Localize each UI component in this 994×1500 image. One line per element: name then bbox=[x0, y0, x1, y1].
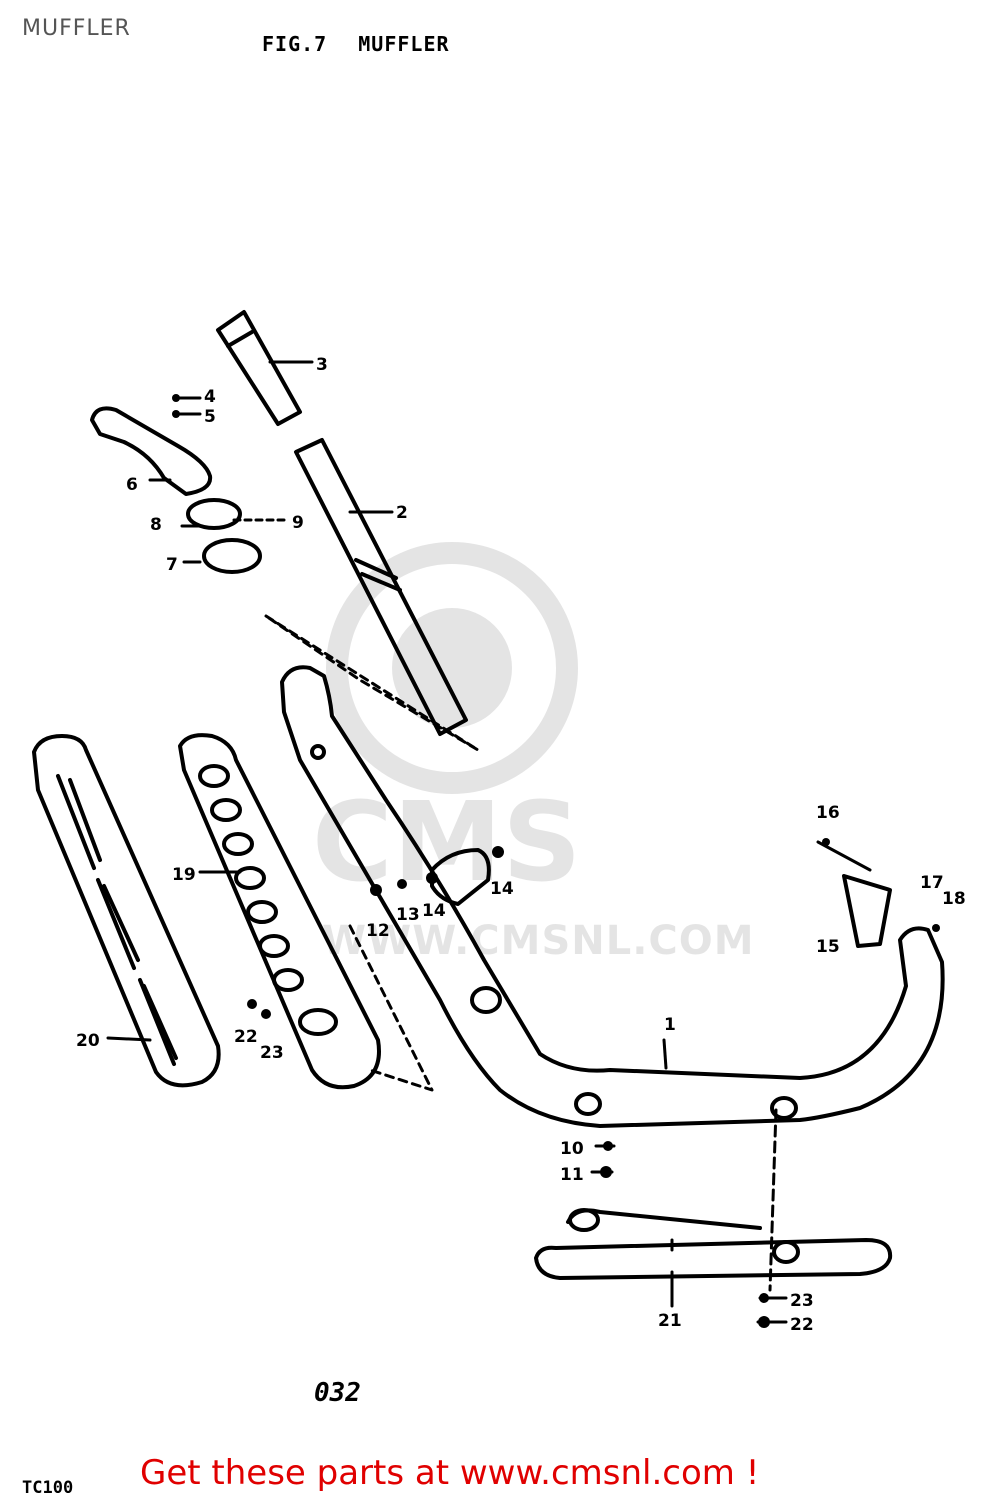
callout-5: 5 bbox=[204, 407, 216, 427]
callout-20: 20 bbox=[76, 1031, 100, 1051]
callout-15: 15 bbox=[816, 937, 840, 957]
part-21-lower-shield bbox=[534, 1208, 893, 1308]
part-19-baffle bbox=[178, 733, 381, 1090]
callout-19: 19 bbox=[172, 865, 196, 885]
part-7-gasket bbox=[202, 538, 262, 574]
part-15-clamp bbox=[816, 840, 892, 948]
callout-22-right: 22 bbox=[790, 1315, 814, 1335]
part-2-tailpipe bbox=[294, 438, 468, 736]
callout-18: 18 bbox=[942, 889, 966, 909]
page-number: 032 bbox=[314, 1378, 361, 1408]
part-3-tailpipe bbox=[216, 310, 314, 426]
watermark-logo: CMS bbox=[312, 778, 582, 906]
part-6-elbow bbox=[90, 406, 213, 496]
callout-1: 1 bbox=[664, 1015, 676, 1035]
callout-14-left: 14 bbox=[422, 901, 446, 921]
figure-name: MUFFLER bbox=[358, 32, 450, 56]
part-1-muffler-body bbox=[280, 665, 945, 1128]
callout-21: 21 bbox=[658, 1311, 682, 1331]
callout-4: 4 bbox=[204, 387, 216, 407]
callout-3: 3 bbox=[316, 355, 328, 375]
callout-16: 16 bbox=[816, 803, 840, 823]
watermark-url: WWW.CMSNL.COM bbox=[322, 918, 755, 964]
part-20-heat-shield bbox=[32, 734, 221, 1088]
callout-7: 7 bbox=[166, 555, 178, 575]
part-8-gasket bbox=[186, 498, 242, 530]
callout-2: 2 bbox=[396, 503, 408, 523]
watermark: CMS WWW.CMSNL.COM bbox=[302, 528, 754, 988]
callout-23-right: 23 bbox=[790, 1291, 814, 1311]
callout-10: 10 bbox=[560, 1139, 584, 1159]
callout-11: 11 bbox=[560, 1165, 584, 1185]
page-title: MUFFLER bbox=[22, 16, 131, 41]
callout-22-left: 22 bbox=[234, 1027, 258, 1047]
callout-17: 17 bbox=[920, 873, 944, 893]
callout-12: 12 bbox=[366, 921, 390, 941]
figure-number: FIG.7 bbox=[262, 32, 328, 56]
callout-6: 6 bbox=[126, 475, 138, 495]
part-14-bracket bbox=[430, 848, 491, 906]
callout-13: 13 bbox=[396, 905, 420, 925]
promo-link[interactable]: Get these parts at www.cmsnl.com ! bbox=[140, 1453, 760, 1493]
model-code: TC100 bbox=[22, 1478, 74, 1498]
callout-8: 8 bbox=[150, 515, 162, 535]
callout-14-right: 14 bbox=[490, 879, 514, 899]
callout-9: 9 bbox=[292, 513, 304, 533]
callout-23-left: 23 bbox=[260, 1043, 284, 1063]
figure-title: FIG.7 MUFFLER bbox=[262, 32, 468, 56]
